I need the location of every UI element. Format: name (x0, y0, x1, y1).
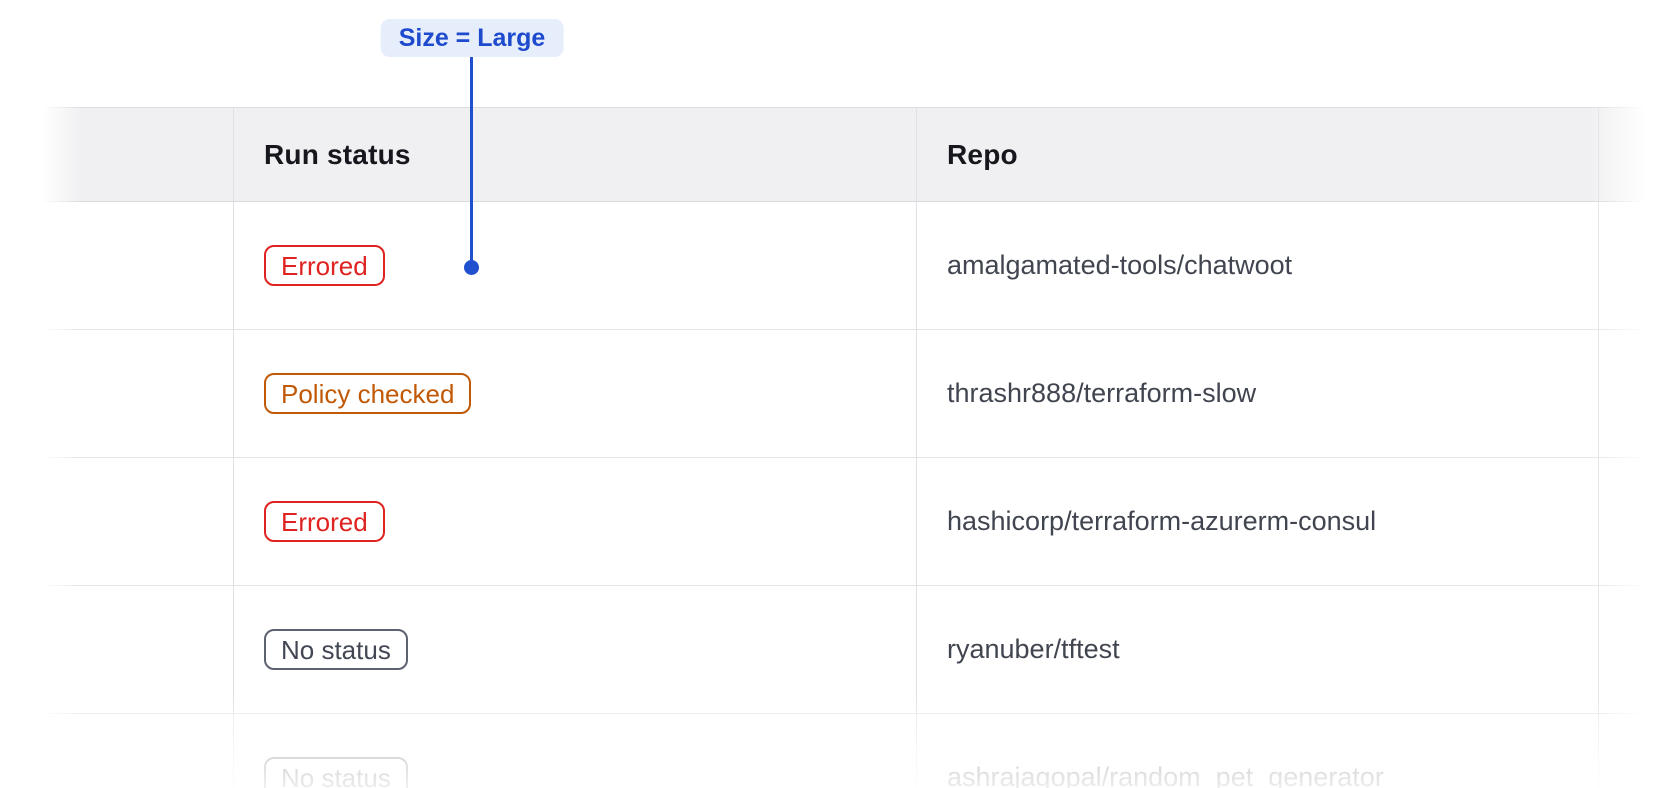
table-row[interactable]: No status ryanuber/tftest (0, 586, 1672, 714)
row-cell-empty (0, 714, 233, 788)
row-cell-repo: ashrajagopal/random_pet_generator (916, 714, 1598, 788)
header-cell-run-status: Run status (233, 108, 916, 201)
run-status-badge: Policy checked (264, 373, 472, 414)
row-cell-run-status: Errored (233, 458, 916, 585)
run-status-badge: No status (264, 757, 408, 788)
header-cell-repo: Repo (916, 108, 1598, 201)
row-cell-run-status: Policy checked (233, 330, 916, 457)
run-status-column-label: Run status (264, 138, 411, 170)
row-cell-trailing (1598, 714, 1672, 788)
table-header-row: Run status Repo (0, 107, 1672, 202)
annotation-pointer-line (470, 57, 473, 267)
repo-name: hashicorp/terraform-azurerm-consul (947, 506, 1377, 536)
row-cell-trailing (1598, 202, 1672, 329)
repo-name: amalgamated-tools/chatwoot (947, 250, 1293, 280)
table-row[interactable]: Errored amalgamated-tools/chatwoot (0, 202, 1672, 330)
row-cell-run-status: No status (233, 586, 916, 713)
repo-name: ryanuber/tftest (947, 634, 1120, 664)
table-row[interactable]: Policy checked thrashr888/terraform-slow (0, 330, 1672, 458)
run-status-badge: Errored (264, 245, 385, 286)
row-cell-empty (0, 202, 233, 329)
row-cell-run-status: Errored (233, 202, 916, 329)
row-cell-repo: thrashr888/terraform-slow (916, 330, 1598, 457)
header-cell-empty (0, 108, 233, 201)
annotation-size-label: Size = Large (380, 19, 564, 57)
row-cell-trailing (1598, 458, 1672, 585)
workspace-runs-table: Run status Repo Errored amalgamated-tool… (0, 107, 1672, 788)
repo-name: thrashr888/terraform-slow (947, 378, 1257, 408)
row-cell-repo: ryanuber/tftest (916, 586, 1598, 713)
row-cell-empty (0, 330, 233, 457)
row-cell-run-status: No status (233, 714, 916, 788)
run-status-badge: Errored (264, 501, 385, 542)
row-cell-repo: hashicorp/terraform-azurerm-consul (916, 458, 1598, 585)
header-cell-trailing (1598, 108, 1672, 201)
repo-column-label: Repo (947, 138, 1018, 170)
repo-name: ashrajagopal/random_pet_generator (947, 762, 1384, 788)
row-cell-empty (0, 586, 233, 713)
annotation-pointer-dot (464, 260, 479, 275)
table-row[interactable]: Errored hashicorp/terraform-azurerm-cons… (0, 458, 1672, 586)
run-status-badge: No status (264, 629, 408, 670)
row-cell-trailing (1598, 586, 1672, 713)
table-row[interactable]: No status ashrajagopal/random_pet_genera… (0, 714, 1672, 788)
row-cell-empty (0, 458, 233, 585)
row-cell-repo: amalgamated-tools/chatwoot (916, 202, 1598, 329)
row-cell-trailing (1598, 330, 1672, 457)
